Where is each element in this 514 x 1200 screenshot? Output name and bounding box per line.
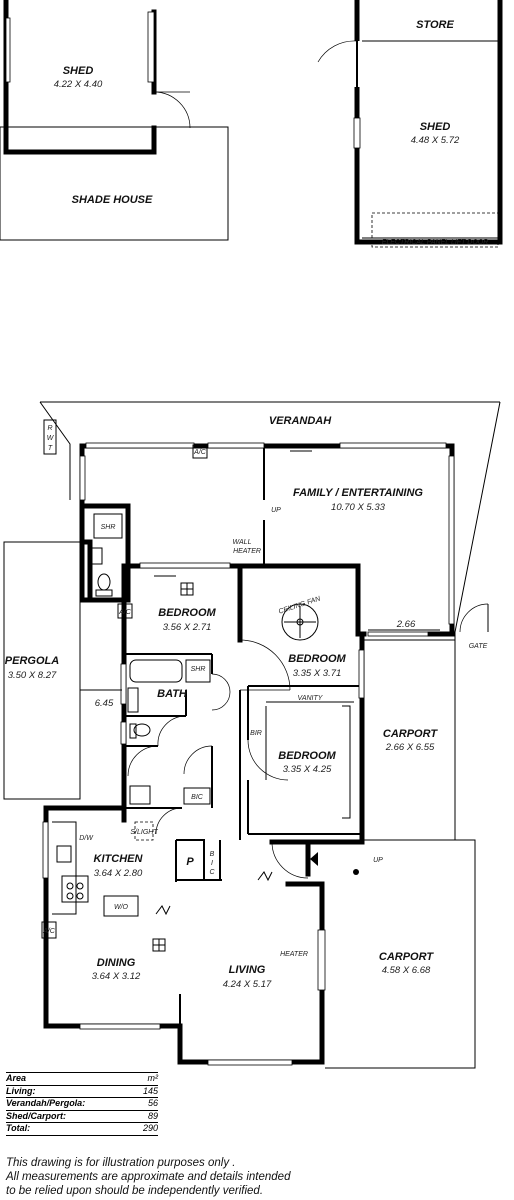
- bic-label: BIC: [191, 794, 204, 801]
- bic-v-i: I: [211, 860, 213, 867]
- bedroom1-name: BEDROOM: [158, 607, 216, 619]
- dining-name: DINING: [97, 957, 136, 969]
- bath-name: BATH: [157, 688, 188, 700]
- ac-label-mid: A/C: [118, 609, 132, 616]
- skylight-label: S/LIGHT: [130, 829, 158, 836]
- family-dims: 10.70 X 5.33: [331, 502, 386, 513]
- gate-label: GATE: [469, 643, 488, 650]
- dining-dims: 3.64 X 3.12: [92, 971, 141, 982]
- electrical-panel-label: ELECTRICAL PANEL LIFT DOOR: [382, 239, 489, 246]
- area-row-value: 56: [147, 1098, 158, 1108]
- area-row-label: Shed/Carport:: [6, 1110, 67, 1121]
- rwt-r: R: [47, 425, 52, 432]
- wall-heater-label-1: WALL: [233, 539, 252, 546]
- dim-645-label: 6.45: [95, 698, 114, 709]
- bedroom1-dims: 3.56 X 2.71: [163, 622, 212, 633]
- disclaimer-line: All measurements are approximate and det…: [6, 1171, 291, 1183]
- area-table: Area m² Living: 145 Verandah/Pergola: 56…: [6, 1072, 158, 1136]
- kitchen-name: KITCHEN: [94, 853, 144, 865]
- bir-label: BIR: [250, 730, 262, 737]
- interior-walls: [124, 446, 362, 1026]
- windows: [42, 442, 455, 1066]
- shed-right-name: SHED: [420, 121, 451, 133]
- ac-label-top: A/C: [193, 449, 207, 456]
- wall-heater-label-2: HEATER: [233, 548, 261, 555]
- store-name: STORE: [416, 19, 454, 31]
- carport1-outline: [363, 639, 456, 841]
- area-row-value: 290: [142, 1123, 158, 1133]
- bic-v-c: C: [209, 869, 215, 876]
- area-row-label: Verandah/Pergola:: [6, 1098, 86, 1108]
- area-header-label: Area: [6, 1073, 27, 1083]
- area-row-value: 145: [142, 1085, 158, 1096]
- area-row-label: Living:: [6, 1085, 36, 1096]
- bedroom3-name: BEDROOM: [278, 750, 336, 762]
- bic-v-b: B: [210, 851, 215, 858]
- living-dims: 4.24 X 5.17: [223, 979, 272, 990]
- rwt-t: T: [48, 445, 53, 452]
- heater-label: HEATER: [280, 951, 308, 958]
- area-row-label: Total:: [6, 1123, 31, 1133]
- ensuite-shower-label: SHR: [101, 524, 116, 531]
- carport1-dims: 2.66 X 6.55: [385, 742, 435, 753]
- area-row-value: 89: [147, 1110, 158, 1121]
- dw-label: D/W: [79, 835, 94, 842]
- rwt-w: W: [47, 435, 55, 442]
- dim-266-label: 2.66: [396, 619, 416, 630]
- shed-left-name: SHED: [63, 65, 94, 77]
- carport2-dims: 4.58 X 6.68: [382, 965, 431, 976]
- area-row: Living: 145: [6, 1085, 158, 1098]
- shed-left-dims: 4.22 X 4.40: [54, 79, 103, 90]
- area-table-header: Area m²: [6, 1072, 158, 1086]
- family-name: FAMILY / ENTERTAINING: [293, 487, 423, 499]
- wo-label: W/O: [114, 904, 129, 911]
- shed-right-dims: 4.48 X 5.72: [411, 135, 460, 146]
- verandah-outline: [39, 401, 501, 840]
- area-header-unit: m²: [147, 1073, 159, 1083]
- area-row: Verandah/Pergola: 56: [6, 1098, 158, 1111]
- area-row: Shed/Carport: 89: [6, 1110, 158, 1123]
- verandah-name: VERANDAH: [269, 415, 332, 427]
- disclaimer-line: This drawing is for illustration purpose…: [6, 1157, 236, 1169]
- fixtures: [41, 444, 440, 952]
- carport2-name: CARPORT: [379, 951, 434, 963]
- pergola-name: PERGOLA: [5, 655, 59, 667]
- bedroom2-name: BEDROOM: [288, 653, 346, 665]
- pergola-outline: [3, 541, 81, 800]
- bedroom2-dims: 3.35 X 3.71: [293, 668, 342, 679]
- living-name: LIVING: [229, 964, 266, 976]
- disclaimer-line: to be relied upon should be independentl…: [6, 1185, 264, 1197]
- ac-label-kitchen: A/C: [42, 928, 56, 935]
- bedroom3-dims: 3.35 X 4.25: [283, 764, 332, 775]
- pantry-label: P: [186, 856, 194, 868]
- pergola-dims: 3.50 X 8.27: [8, 670, 57, 681]
- area-row: Total: 290: [6, 1123, 158, 1136]
- bath-shower-label: SHR: [191, 666, 206, 673]
- left-shed: [0, 0, 229, 241]
- kitchen-dims: 3.64 X 2.80: [94, 868, 143, 879]
- up-label-entry: UP: [373, 857, 383, 864]
- carport1-name: CARPORT: [383, 728, 438, 740]
- disclaimer: This drawing is for illustration purpose…: [6, 1156, 506, 1198]
- carport2-outline: [325, 839, 476, 1069]
- right-shed: [317, 0, 503, 248]
- up-label-family: UP: [271, 507, 281, 514]
- vanity-label: VANITY: [298, 695, 324, 702]
- rwt-tank: [43, 419, 57, 455]
- shade-house-name: SHADE HOUSE: [72, 194, 153, 206]
- door-swings: [127, 603, 489, 879]
